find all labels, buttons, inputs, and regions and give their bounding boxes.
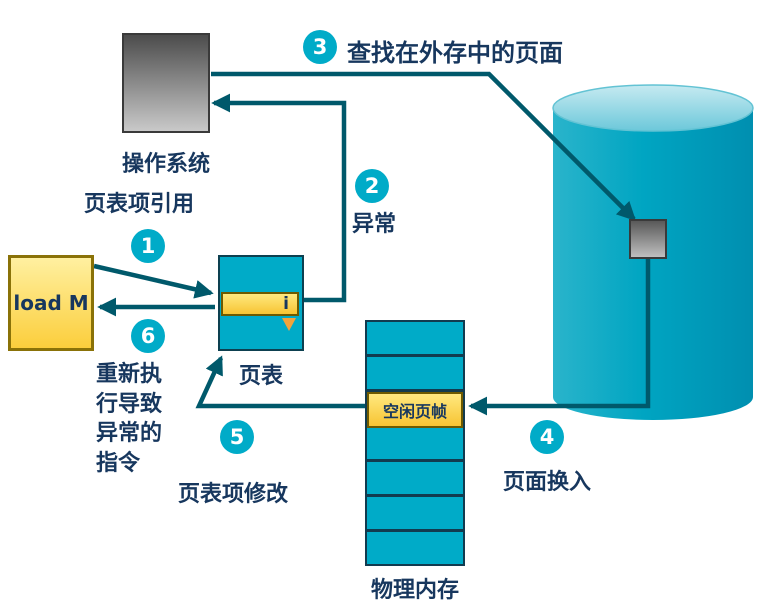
memory-row <box>367 532 463 564</box>
step-6-badge: 6 <box>131 319 165 353</box>
load-instruction-box: load M <box>8 255 94 351</box>
disk-page-box <box>629 219 667 259</box>
load-instruction-label: load M <box>13 291 89 315</box>
page-table-entry-row: i <box>221 292 299 316</box>
entry-pointer-icon <box>282 318 296 331</box>
step-1-label: 页表项引用 <box>84 192 195 217</box>
step-5-badge: 5 <box>220 420 254 454</box>
page-table-label: 页表 <box>238 364 283 389</box>
physical-memory-label: 物理内存 <box>370 578 459 603</box>
arrow-step1-reference <box>93 263 214 299</box>
page-table-entry-index: i <box>283 294 289 314</box>
os-box <box>122 33 210 133</box>
step-3-badge: 3 <box>303 30 337 64</box>
arrow-step4-swap-in <box>468 258 651 416</box>
arrow-step3-lookup <box>211 71 637 222</box>
memory-row <box>367 322 463 357</box>
step-3-label: 查找在外存中的页面 <box>347 39 563 67</box>
os-box-label: 操作系统 <box>121 152 210 177</box>
step-5-label: 页表项修改 <box>178 482 289 507</box>
memory-row <box>367 428 463 463</box>
free-frame-label: 空闲页帧 <box>382 401 447 421</box>
arrow-step2-exception <box>211 93 347 303</box>
memory-row <box>367 357 463 392</box>
memory-row <box>367 497 463 533</box>
memory-row <box>367 462 463 498</box>
physical-memory-box: 空闲页帧 <box>365 320 465 566</box>
step-2-badge: 2 <box>355 169 389 203</box>
free-frame-row: 空闲页帧 <box>367 391 463 428</box>
step-6-label: 重新执行导致异常的指令 <box>96 362 163 477</box>
page-table-box: i <box>218 255 304 351</box>
step-1-badge: 1 <box>131 229 165 263</box>
step-4-label: 页面换入 <box>503 470 592 495</box>
step-2-label: 异常 <box>352 212 397 237</box>
step-4-badge: 4 <box>530 420 564 454</box>
arrow-step5-update <box>195 355 365 409</box>
